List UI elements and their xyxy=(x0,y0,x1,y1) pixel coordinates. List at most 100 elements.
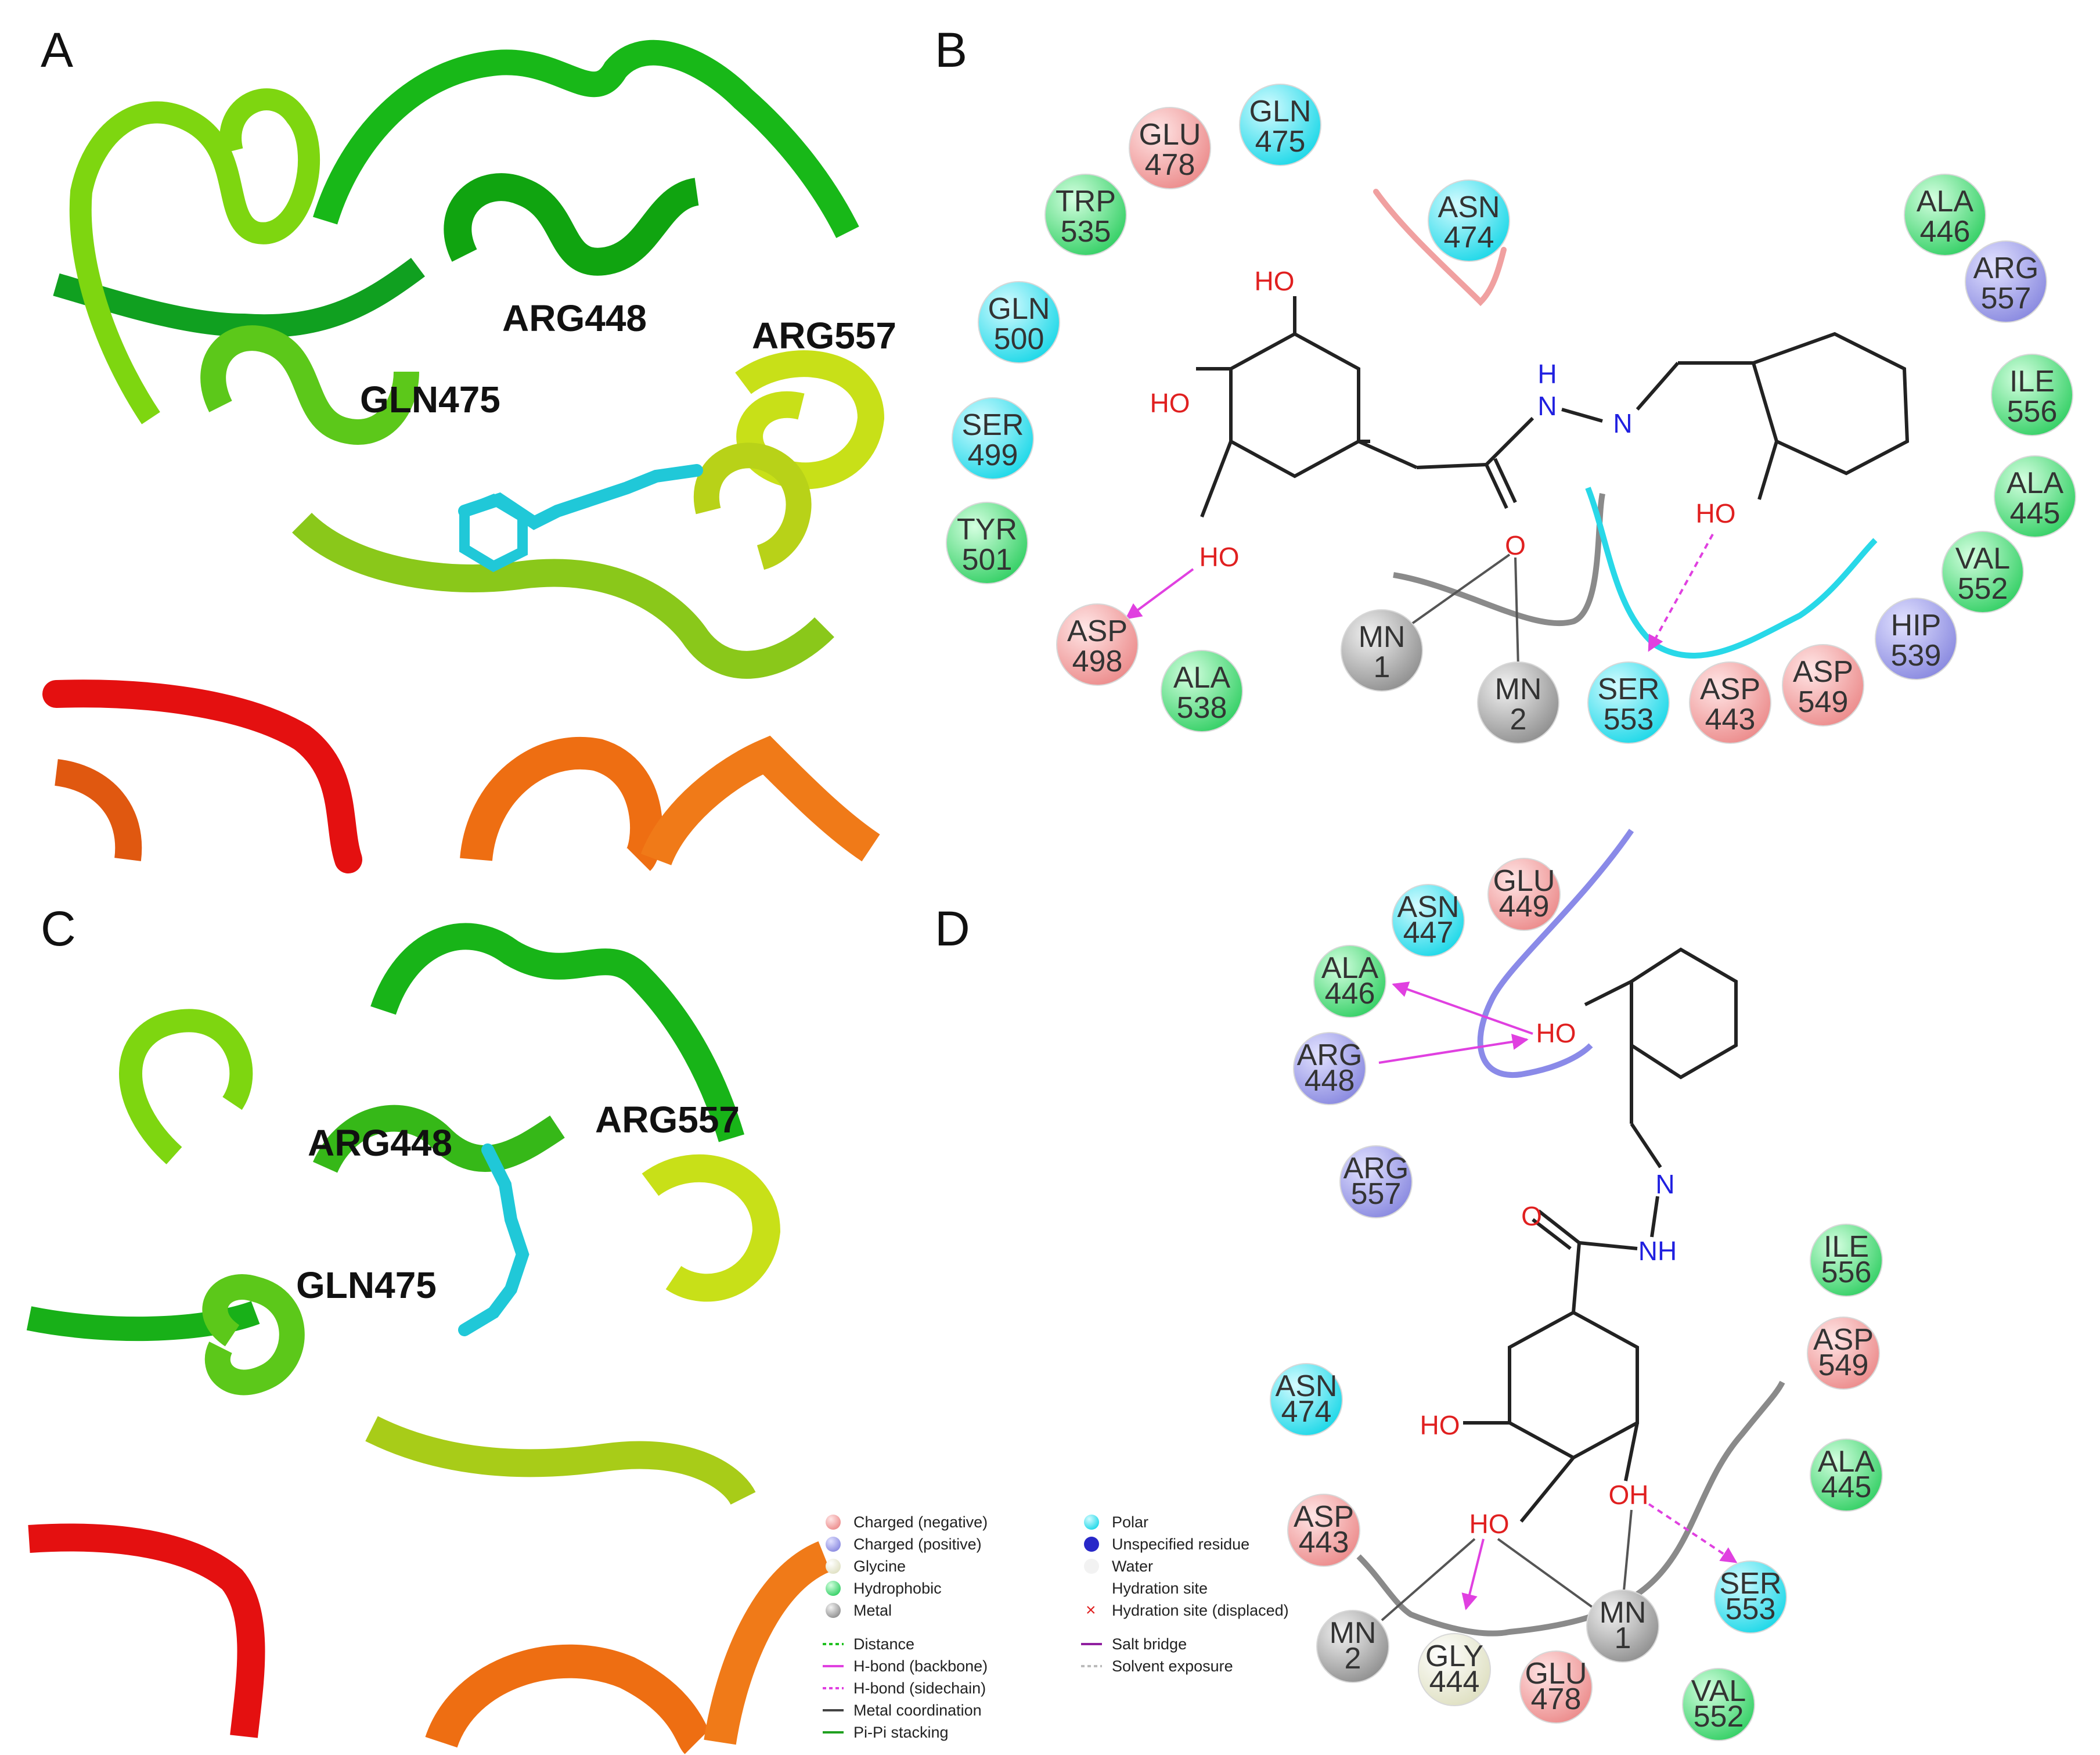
residue-number: 474 xyxy=(1444,221,1494,254)
residue-name: ASP xyxy=(1700,672,1760,706)
residue-bubble xyxy=(1316,1610,1389,1683)
bond-b-10 xyxy=(1757,441,1778,500)
residue-bubble xyxy=(1586,1589,1659,1663)
residue-name: ASN xyxy=(1438,190,1500,224)
residue-number: 475 xyxy=(1255,125,1306,159)
residue-number: 478 xyxy=(1531,1682,1582,1716)
ligand-d xyxy=(1463,947,1738,1523)
ribbon-orange-3 xyxy=(640,735,880,866)
bond-b-8 xyxy=(1636,362,1680,411)
residue-bubble xyxy=(1714,1560,1787,1634)
ribbon-orange xyxy=(54,759,142,861)
residue-name: MN xyxy=(1495,672,1542,706)
label-c-arg557: ARG557 xyxy=(595,1099,740,1141)
label-c-arg448: ARG448 xyxy=(308,1122,452,1164)
legend-label: Charged (negative) xyxy=(853,1513,988,1531)
residue-number: 549 xyxy=(1818,1348,1869,1382)
residue-name: SER xyxy=(1720,1567,1782,1601)
ribbon-green-dark xyxy=(53,257,425,338)
atom-d-o: O xyxy=(1521,1201,1542,1231)
residues-b: GLU478GLN475TRP535ASN474GLN500SER499TYR5… xyxy=(946,84,2076,744)
residue-bubble xyxy=(1418,1633,1491,1706)
residue-name: ALA xyxy=(1173,661,1231,695)
legend-label: Glycine xyxy=(853,1558,906,1575)
residue-bubble xyxy=(1477,661,1559,744)
residue-bubble xyxy=(1810,1224,1883,1297)
ribbon-c-orange-2 xyxy=(704,1541,831,1745)
residue-name: ASN xyxy=(1276,1369,1338,1403)
atom-b-n-2: N xyxy=(1613,408,1632,438)
pocket-line-blue xyxy=(1477,829,1634,1078)
legend-line-label: Solvent exposure xyxy=(1112,1657,1233,1675)
bond-b-3 xyxy=(1416,463,1487,469)
residue-number: 447 xyxy=(1403,916,1454,950)
ribbon-c-green-2 xyxy=(370,923,745,1142)
ribbon-c-green-3 xyxy=(119,1009,253,1164)
legend-line-label: Pi-Pi stacking xyxy=(853,1724,949,1741)
residue-bubble xyxy=(1287,1494,1360,1567)
ribbon-green-4 xyxy=(200,325,419,445)
residue-bubble xyxy=(1339,1145,1413,1218)
ribbon-c-green-4 xyxy=(202,1274,305,1396)
ring-b-right xyxy=(1751,332,1910,476)
hbond-d-ser553 xyxy=(1648,1503,1738,1563)
legend-line-label: Metal coordination xyxy=(853,1702,982,1719)
residue-name: ASP xyxy=(1294,1500,1354,1534)
ribbon-c-green-5 xyxy=(312,1105,565,1174)
residue-name: MN xyxy=(1359,620,1406,654)
legend-swatch xyxy=(1084,1537,1099,1552)
residue-name: SER xyxy=(962,408,1024,442)
legend: Charged (negative)Charged (positive)Glyc… xyxy=(823,1513,1289,1741)
residue-number: 1 xyxy=(1615,1621,1631,1655)
ribbon-green-3 xyxy=(444,173,700,276)
residue-name: ALA xyxy=(1321,951,1379,985)
residue-number: 553 xyxy=(1726,1592,1776,1626)
residue-bubble xyxy=(978,281,1060,364)
ligand-c-cyan xyxy=(458,1143,529,1336)
residue-name: ASP xyxy=(1067,614,1128,648)
residue-bubble xyxy=(1129,107,1211,189)
residue-number: 498 xyxy=(1072,645,1123,678)
panel-a: A ARG448 ARG557 GLN475 xyxy=(41,23,896,873)
hbond-b-ser553 xyxy=(1648,534,1714,652)
ribbon-yellow xyxy=(735,350,885,490)
bond-d-3 xyxy=(1630,1123,1662,1168)
panel-b-letter: B xyxy=(935,23,967,77)
panel-c-letter: C xyxy=(41,901,76,956)
residue-name: ASN xyxy=(1397,890,1460,924)
residue-bubble xyxy=(952,397,1034,480)
atom-d-ho-top: HO xyxy=(1536,1018,1576,1048)
panel-d: D HO N NH O HO HO OH xyxy=(935,829,1883,1741)
atom-b-ho-3: HO xyxy=(1200,542,1240,572)
residue-bubble xyxy=(1810,1438,1883,1512)
ligand-b xyxy=(1196,296,1910,518)
residue-bubble xyxy=(1587,661,1670,744)
pocket-line-cyan xyxy=(1585,487,1878,659)
legend-swatch xyxy=(1084,1515,1099,1530)
residue-number: 535 xyxy=(1061,215,1111,249)
residue-bubble xyxy=(1807,1317,1880,1390)
residue-name: GLU xyxy=(1493,864,1555,898)
pocket-line-red xyxy=(1373,189,1507,307)
residue-bubble xyxy=(1239,84,1321,166)
bond-d-6 xyxy=(1537,1209,1580,1245)
hbond-d-arg448 xyxy=(1378,1034,1529,1064)
residue-bubble xyxy=(1682,1668,1755,1741)
legend-swatch xyxy=(826,1537,841,1552)
residue-bubble xyxy=(1941,531,2024,613)
residue-name: HIP xyxy=(1891,609,1941,642)
atom-d-oh: OH xyxy=(1609,1480,1649,1510)
legend-label: Polar xyxy=(1112,1513,1148,1531)
bond-d-7 xyxy=(1532,1218,1572,1250)
residue-name: SER xyxy=(1598,672,1660,706)
residue-bubble xyxy=(1519,1650,1593,1724)
legend-line-label: H-bond (backbone) xyxy=(853,1657,988,1675)
residue-bubble xyxy=(1161,650,1243,732)
residue-number: 501 xyxy=(962,543,1013,577)
residue-bubble xyxy=(1965,240,2047,323)
residue-bubble xyxy=(1782,644,1864,727)
legend-swatch xyxy=(1084,1559,1099,1574)
ribbon-c-yellow-2 xyxy=(365,1416,756,1505)
bond-d-8 xyxy=(1572,1242,1581,1313)
